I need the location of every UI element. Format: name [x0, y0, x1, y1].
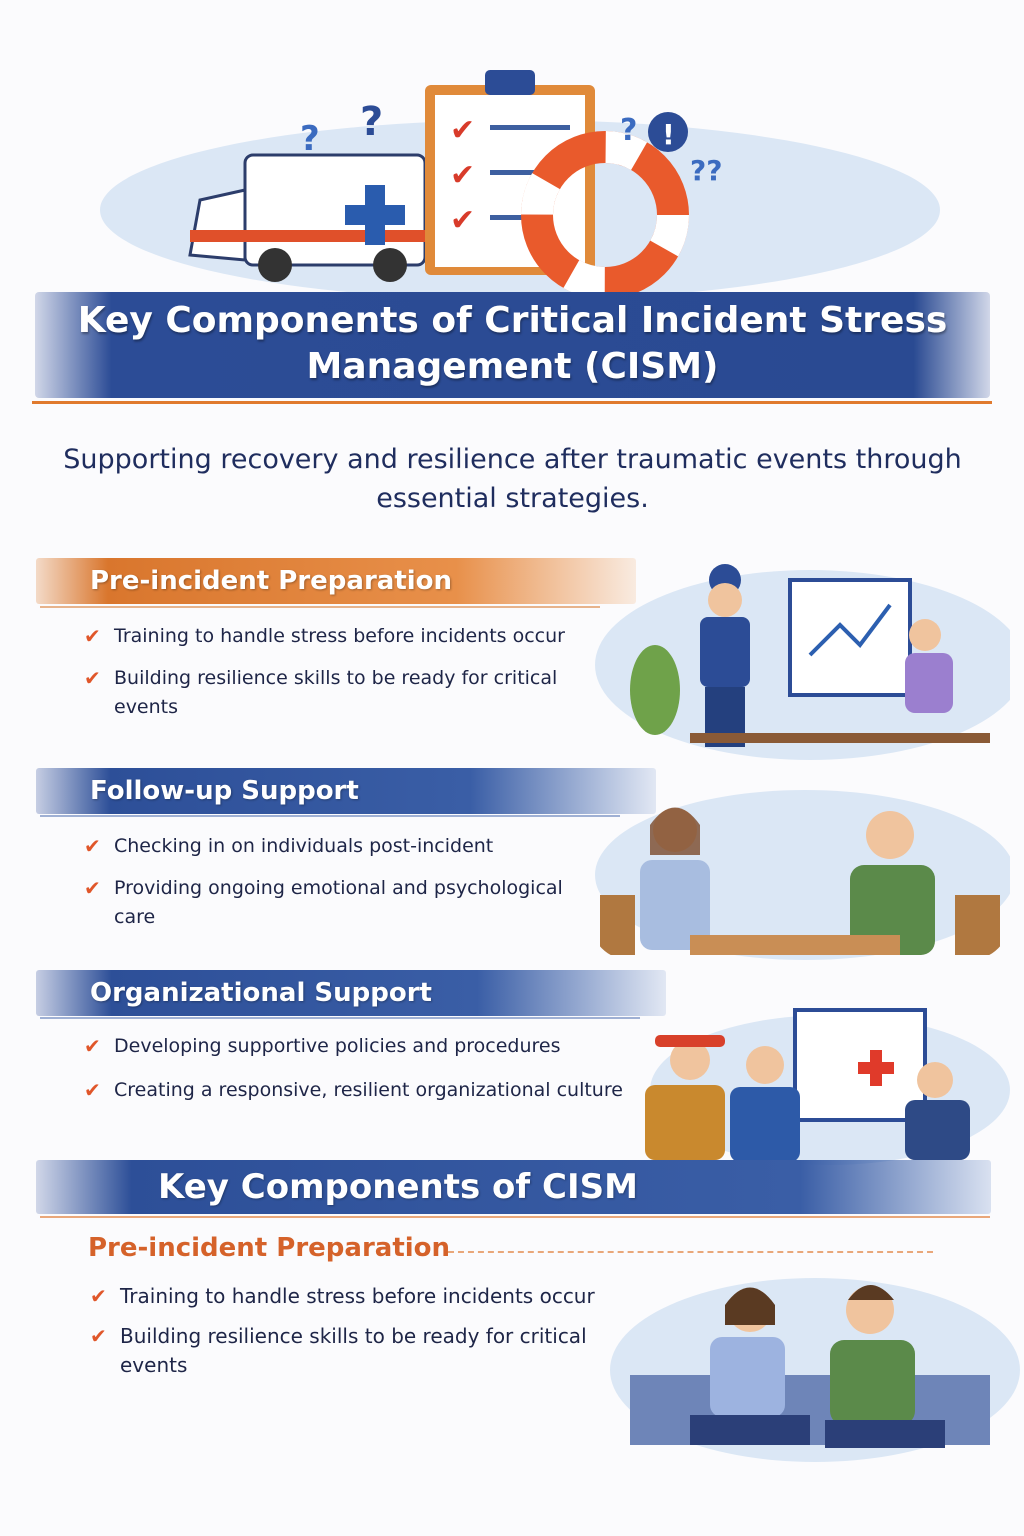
list-item: ✔Checking in on individuals post-inciden…	[84, 832, 564, 861]
check-icon: ✔	[90, 1324, 107, 1348]
bullet-list: ✔Training to handle stress before incide…	[90, 1282, 610, 1393]
section-banner-organizational: Organizational Support	[36, 970, 666, 1016]
lifebuoy-icon	[521, 131, 689, 295]
check-icon: ✔	[90, 1284, 107, 1308]
list-item: ✔Providing ongoing emotional and psychol…	[84, 876, 563, 928]
section-banner-pre-incident: Pre-incident Preparation	[36, 558, 636, 604]
divider	[40, 815, 620, 817]
page-title: Key Components of Critical Incident Stre…	[77, 300, 948, 387]
clipboard-icon: ✔ ✔ ✔	[425, 70, 595, 275]
summary-banner: Key Components of CISM	[36, 1160, 991, 1214]
bullet-list: ✔Checking in on individuals post-inciden…	[84, 832, 564, 945]
page-subtitle: Supporting recovery and resilience after…	[63, 444, 962, 514]
svg-text:✔: ✔	[450, 158, 475, 193]
question-icon: ?	[300, 119, 320, 159]
svg-text:✔: ✔	[450, 203, 475, 238]
section-title: Organizational Support	[90, 978, 432, 1008]
svg-text:✔: ✔	[450, 113, 475, 148]
check-icon: ✔	[84, 666, 101, 690]
list-item: ✔Building resilience skills to be ready …	[90, 1324, 587, 1377]
divider	[40, 1017, 640, 1019]
check-icon: ✔	[84, 1034, 101, 1058]
section-banner-follow-up: Follow-up Support	[36, 768, 656, 814]
check-icon: ✔	[84, 876, 101, 900]
subsection-title: Pre-incident Preparation	[88, 1233, 451, 1263]
bullet-list: ✔Developing supportive policies and proc…	[84, 1032, 644, 1118]
divider	[40, 1216, 990, 1218]
training-illustration	[595, 564, 1010, 760]
ambulance-icon	[188, 153, 427, 282]
svg-text:??: ??	[690, 154, 722, 187]
svg-text:?: ?	[620, 113, 637, 148]
list-item: ✔Training to handle stress before incide…	[90, 1282, 610, 1311]
summary-title: Key Components of CISM	[158, 1167, 638, 1207]
section-title: Follow-up Support	[90, 776, 359, 806]
counseling-illustration	[595, 790, 1010, 960]
hero-illustration: ✔ ✔ ✔ ? ? ? ! ??	[100, 70, 940, 295]
divider	[40, 606, 600, 608]
team-illustration	[645, 1008, 1010, 1165]
list-item: ✔Building resilience skills to be ready …	[84, 666, 558, 718]
bullet-list: ✔Training to handle stress before incide…	[84, 622, 604, 735]
dashed-divider	[448, 1251, 933, 1253]
peer-support-illustration	[610, 1278, 1020, 1462]
svg-text:!: !	[662, 118, 675, 151]
check-icon: ✔	[84, 834, 101, 858]
list-item: ✔Training to handle stress before incide…	[84, 622, 604, 651]
svg-text:?: ?	[360, 99, 383, 145]
section-title: Pre-incident Preparation	[90, 566, 453, 596]
check-icon: ✔	[84, 1078, 101, 1102]
check-icon: ✔	[84, 624, 101, 648]
divider	[32, 401, 992, 404]
title-banner	[35, 292, 990, 398]
list-item: ✔Developing supportive policies and proc…	[84, 1032, 644, 1061]
list-item: ✔Creating a responsive, resilient organi…	[84, 1076, 644, 1105]
